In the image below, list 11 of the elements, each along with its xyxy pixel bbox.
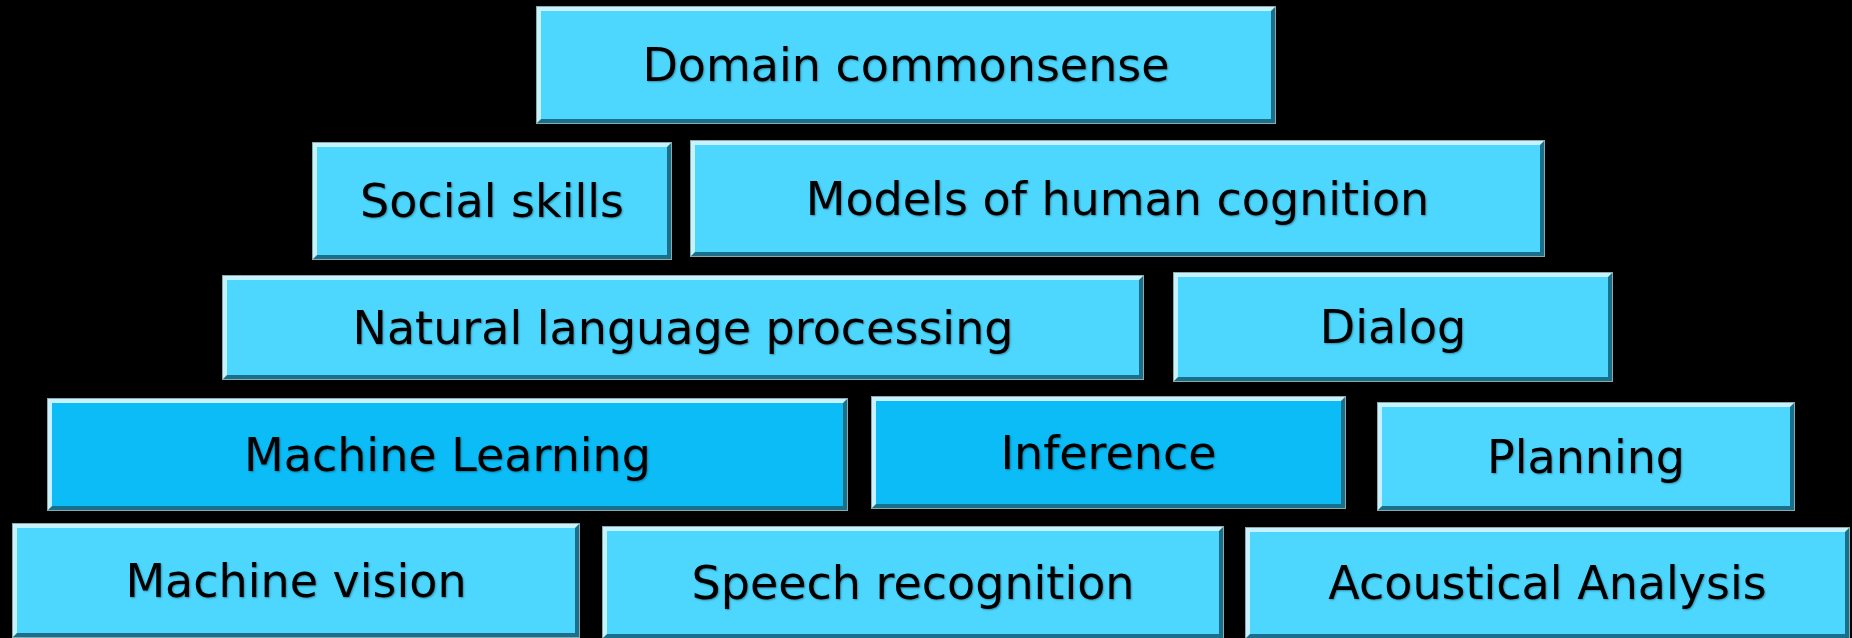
topic-box: Inference [872, 397, 1345, 508]
topic-box: Dialog [1174, 273, 1612, 381]
topic-box: Acoustical Analysis [1246, 528, 1849, 638]
topic-box: Planning [1378, 403, 1794, 510]
topic-box: Machine vision [13, 524, 579, 637]
topic-box: Social skills [313, 143, 671, 259]
topic-box: Speech recognition [603, 527, 1223, 638]
topic-box: Models of human cognition [691, 141, 1544, 256]
topic-box: Natural language processing [223, 276, 1143, 379]
topic-box: Domain commonsense [537, 7, 1275, 123]
topic-box: Machine Learning [48, 399, 847, 510]
